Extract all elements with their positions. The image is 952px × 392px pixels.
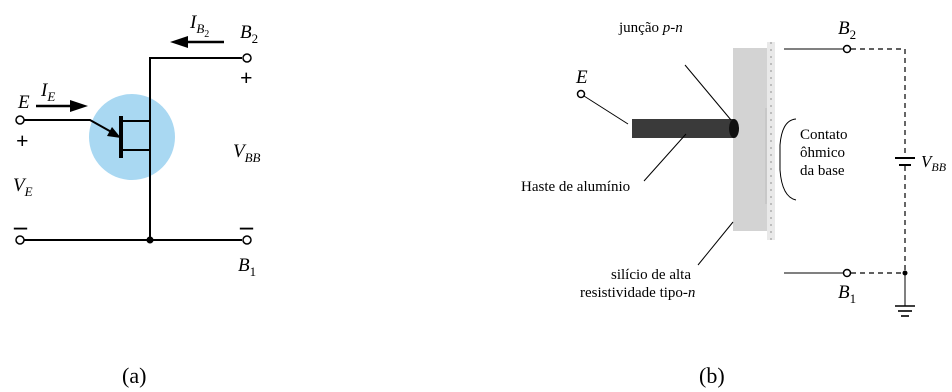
wire-b2 xyxy=(149,57,242,121)
leader-haste xyxy=(643,133,687,182)
leader-silicio xyxy=(697,221,734,266)
label-b2-b: B2 xyxy=(838,18,856,42)
label-e: E xyxy=(17,92,30,113)
ujt-emitter-arrow xyxy=(107,127,121,138)
terminal-b2-b xyxy=(842,44,852,54)
label-ib2: IB2 xyxy=(189,12,209,40)
label-vbb-a: VBB xyxy=(233,141,261,165)
label-ve: VE xyxy=(13,175,33,199)
terminal-b1 xyxy=(242,235,252,245)
terminal-e-bottom xyxy=(15,235,25,245)
label-b2: B2 xyxy=(240,22,258,46)
junction-dot xyxy=(146,236,154,244)
label-b1: B1 xyxy=(238,255,256,279)
transistor-circle xyxy=(89,94,175,180)
label-plus-b2: + xyxy=(240,65,253,90)
figure-a: IB2 B2 + E IE + VBB VE – – B1 (a) xyxy=(13,12,261,388)
label-silicio-1: silício de alta xyxy=(611,267,691,283)
label-plus-e: + xyxy=(16,128,29,153)
terminal-b2 xyxy=(242,53,252,63)
label-minus-e: – xyxy=(13,212,28,241)
label-b1-b: B1 xyxy=(838,282,856,306)
figure-b: junção p-n E B2 Contato ôhmico da base V… xyxy=(521,18,947,388)
aluminum-rod xyxy=(632,119,734,138)
label-contato-2: ôhmico xyxy=(800,145,845,161)
label-contato-1: Contato xyxy=(800,127,848,143)
terminal-e-b xyxy=(576,89,586,99)
caption-a: (a) xyxy=(122,363,146,388)
label-silicio-2: resistividade tipo-n xyxy=(580,285,695,301)
ujt-emitter-lead xyxy=(24,119,116,135)
label-e-b: E xyxy=(575,67,588,88)
terminal-e-top xyxy=(15,115,25,125)
label-haste: Haste de alumínio xyxy=(521,179,630,195)
label-vbb-b: VBB xyxy=(921,152,947,174)
ujt-base-leads xyxy=(121,120,150,151)
leader-juncao xyxy=(684,64,732,121)
label-minus-b1: – xyxy=(239,212,254,241)
ib2-arrow-head xyxy=(170,36,188,48)
pn-junction xyxy=(729,119,739,138)
terminal-b1-b xyxy=(842,268,852,278)
label-juncao: junção p-n xyxy=(618,20,683,36)
bracket-contato xyxy=(779,118,797,201)
label-ie: IE xyxy=(40,80,55,104)
ground-icon xyxy=(895,305,915,317)
wire-e-b xyxy=(583,95,629,125)
caption-b: (b) xyxy=(699,363,725,388)
label-contato-3: da base xyxy=(800,163,845,179)
ie-arrow-head xyxy=(70,100,88,112)
silicon-bar xyxy=(733,48,767,231)
